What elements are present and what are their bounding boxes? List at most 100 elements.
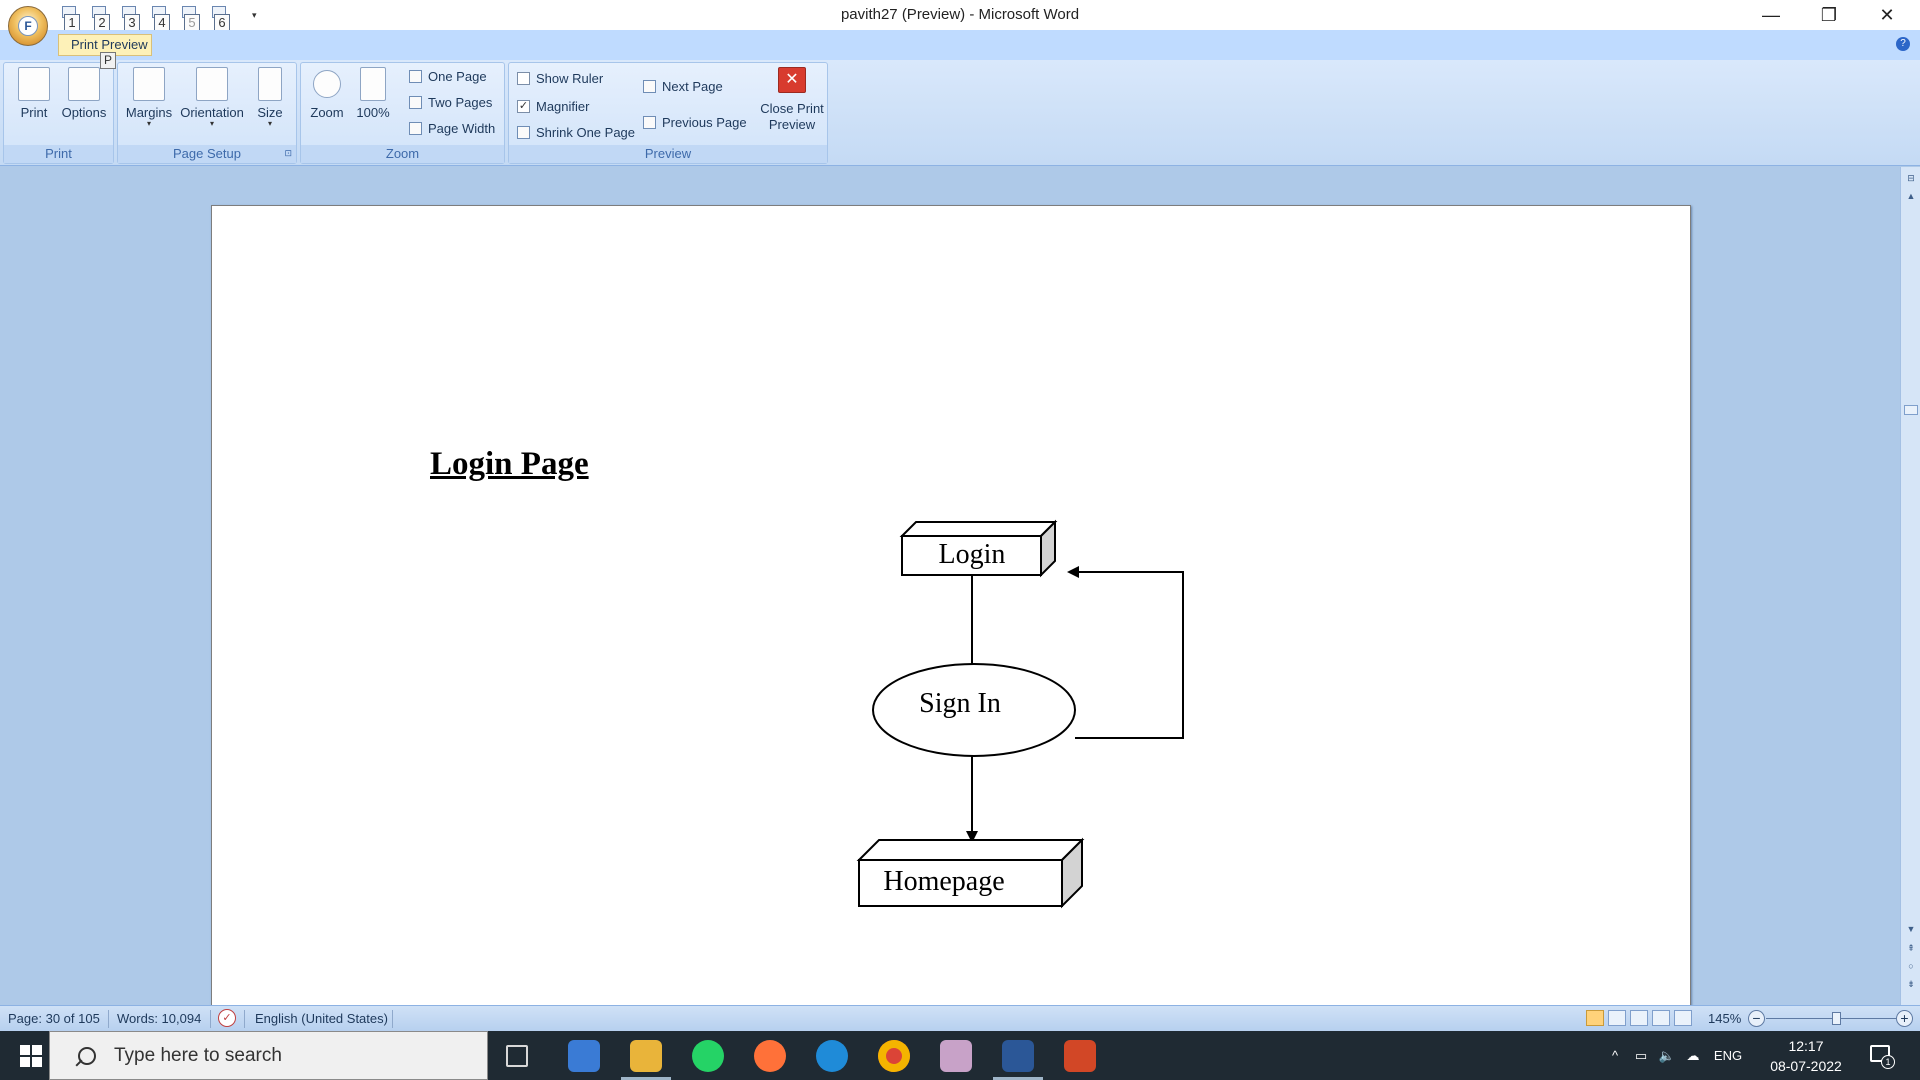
shrink-icon <box>517 126 530 139</box>
homepage-box-label: Homepage <box>883 866 1004 897</box>
previous-page-button[interactable]: Previous Page <box>643 115 747 130</box>
size-button[interactable]: Size ▾ <box>248 67 292 128</box>
input-language[interactable]: ENG <box>1713 1048 1743 1063</box>
two-pages-icon <box>409 96 422 109</box>
office-button[interactable]: F <box>8 6 48 46</box>
qat-quick-print-button[interactable]: 6 <box>210 6 234 32</box>
keytip-p: P <box>100 52 116 69</box>
orientation-button[interactable]: Orientation ▾ <box>176 67 248 128</box>
volume-icon[interactable]: 🔈 <box>1658 1047 1676 1063</box>
zoom-button[interactable]: Zoom <box>305 67 349 120</box>
loop-arrow-signin-to-login <box>1067 566 1184 739</box>
show-hidden-icons-icon[interactable]: ^ <box>1611 1048 1619 1063</box>
show-ruler-check <box>517 72 530 85</box>
scroll-split-icon[interactable]: ⊟ <box>1907 173 1915 183</box>
document-page[interactable]: Login Page Login Sign In <box>211 205 1691 1005</box>
margins-icon <box>133 67 165 101</box>
title-bar: 1 2 3 4 5 6 ▾ pavith27 (Preview) - Micro… <box>0 0 1920 32</box>
qat-undo-button[interactable]: 2 <box>90 6 114 32</box>
zoom-button-label: Zoom <box>310 105 344 120</box>
powerpoint-app-icon[interactable] <box>1064 1040 1096 1072</box>
chevron-down-icon: ▾ <box>267 119 272 128</box>
web-layout-view-icon[interactable] <box>1630 1010 1648 1026</box>
outline-view-icon[interactable] <box>1652 1010 1670 1026</box>
zoom-slider-track[interactable] <box>1766 1018 1896 1019</box>
print-layout-view-icon[interactable] <box>1586 1010 1604 1026</box>
page-count[interactable]: Page: 30 of 105 <box>8 1011 100 1026</box>
sign-in-label: Sign In <box>919 688 1001 719</box>
next-page-button[interactable]: Next Page <box>643 79 723 94</box>
quick-access-toolbar: 1 2 3 4 5 6 <box>60 6 234 32</box>
zoom-100-button[interactable]: 100% <box>351 67 395 120</box>
page-width-button[interactable]: Page Width <box>409 121 495 136</box>
status-bar: Page: 30 of 105 Words: 10,094 ✓ English … <box>0 1005 1920 1031</box>
word-count[interactable]: Words: 10,094 <box>117 1011 202 1026</box>
whatsapp-icon[interactable] <box>692 1040 724 1072</box>
margins-button-label: Margins <box>125 105 173 120</box>
previous-page-browse-icon[interactable]: ⇞ <box>1907 943 1915 953</box>
print-button-label: Print <box>20 105 48 120</box>
scroll-thumb[interactable] <box>1904 405 1918 415</box>
two-pages-label: Two Pages <box>428 95 493 110</box>
battery-icon[interactable]: ▭ <box>1634 1047 1648 1063</box>
options-button[interactable]: Options <box>58 67 110 120</box>
magnifier-label: Magnifier <box>536 99 590 114</box>
scroll-up-icon[interactable]: ▲ <box>1906 191 1916 201</box>
minimize-button[interactable]: — <box>1762 4 1780 25</box>
windows-start-icon[interactable] <box>20 1045 42 1067</box>
zoom-in-icon[interactable]: + <box>1896 1010 1913 1027</box>
orientation-icon <box>196 67 228 101</box>
file-explorer-icon[interactable] <box>621 1040 671 1080</box>
language-status[interactable]: English (United States) <box>255 1011 388 1026</box>
word-app-icon[interactable] <box>993 1040 1043 1080</box>
onedrive-icon[interactable]: ☁ <box>1686 1047 1700 1063</box>
one-page-button[interactable]: One Page <box>409 69 487 84</box>
select-browse-object-icon[interactable]: ○ <box>1908 961 1914 971</box>
magnifier-checkbox[interactable]: ✓ Magnifier <box>517 99 589 114</box>
close-window-button[interactable]: ✕ <box>1879 4 1895 25</box>
pdf-app-icon[interactable] <box>940 1040 972 1072</box>
proofing-icon[interactable]: ✓ <box>218 1009 236 1027</box>
shrink-one-page-button[interactable]: Shrink One Page <box>517 125 635 140</box>
page-setup-dialog-launcher[interactable]: ⊡ <box>284 148 292 158</box>
restore-button[interactable]: ❐ <box>1820 4 1838 25</box>
print-button[interactable]: Print <box>12 67 56 120</box>
taskbar: Type here to search ^ ▭ 🔈 ☁ ENG 12:17 08… <box>0 1031 1920 1080</box>
edge-icon[interactable] <box>816 1040 848 1072</box>
login-box: Login <box>899 519 1058 578</box>
chrome-icon[interactable] <box>878 1040 910 1072</box>
qat-print-preview-button[interactable]: 5 <box>180 6 204 32</box>
chevron-down-icon: ▾ <box>209 119 214 128</box>
task-view-icon[interactable] <box>506 1045 528 1067</box>
taskbar-clock[interactable]: 12:17 08-07-2022 <box>1766 1036 1846 1076</box>
notification-icon[interactable] <box>1870 1045 1890 1062</box>
chevron-down-icon: ▾ <box>146 119 151 128</box>
clock-date: 08-07-2022 <box>1770 1058 1842 1074</box>
print-group-label: Print <box>4 145 113 163</box>
options-button-label: Options <box>61 105 107 120</box>
firefox-icon[interactable] <box>754 1040 786 1072</box>
system-tray: ^ ▭ 🔈 ☁ ENG <box>1602 1031 1750 1080</box>
close-print-preview-button[interactable]: ✕ Close Print Preview <box>759 67 825 133</box>
office-button-keytip: F <box>18 16 38 36</box>
one-page-label: One Page <box>428 69 487 84</box>
margins-button[interactable]: Margins ▾ <box>122 67 176 128</box>
shrink-one-page-label: Shrink One Page <box>536 125 636 140</box>
zoom-slider-thumb[interactable] <box>1832 1012 1841 1025</box>
two-pages-button[interactable]: Two Pages <box>409 95 492 110</box>
zoom-level[interactable]: 145% <box>1708 1011 1742 1026</box>
login-flow-diagram: Login Sign In Homepage <box>856 519 1184 909</box>
scroll-down-icon[interactable]: ▼ <box>1906 924 1916 934</box>
computer-app-icon[interactable] <box>568 1040 600 1072</box>
draft-view-icon[interactable] <box>1674 1010 1692 1026</box>
qat-customize-dropdown[interactable]: ▾ <box>252 10 257 20</box>
next-page-browse-icon[interactable]: ⇟ <box>1907 979 1915 989</box>
help-icon[interactable]: ? <box>1896 37 1910 51</box>
taskbar-search-box[interactable]: Type here to search <box>49 1031 488 1080</box>
vertical-scrollbar[interactable]: ⊟ ▲ ▼ ⇞ ○ ⇟ <box>1900 167 1920 1005</box>
full-screen-reading-view-icon[interactable] <box>1608 1010 1626 1026</box>
show-ruler-checkbox[interactable]: Show Ruler <box>517 71 603 86</box>
keytip-5: 5 <box>184 14 200 32</box>
next-page-icon <box>643 80 656 93</box>
zoom-out-icon[interactable]: − <box>1748 1010 1765 1027</box>
